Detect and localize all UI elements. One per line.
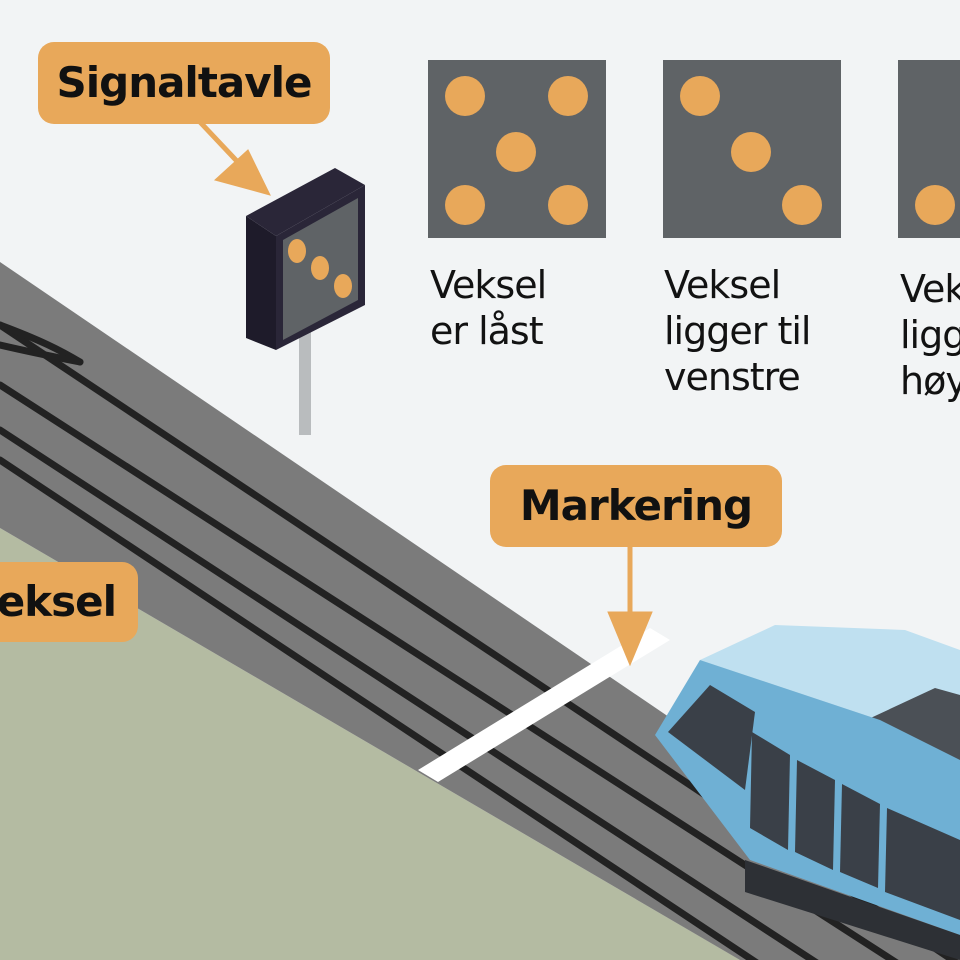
panel-right [898, 60, 960, 238]
panel-lamp [680, 76, 720, 116]
panel-lamp [496, 132, 536, 172]
panel-lamp [915, 185, 955, 225]
caption-line: Veksel [430, 263, 547, 307]
arrows [198, 120, 653, 667]
panel-right-caption: Vek ligg høy [900, 266, 960, 404]
tram-window [885, 808, 960, 920]
panel-lamp [445, 76, 485, 116]
rail-switch-branch [0, 341, 84, 366]
panel-lamp [782, 185, 822, 225]
signal-lamp [311, 256, 329, 280]
tram-window [750, 732, 790, 850]
tram-window-front [668, 685, 755, 790]
caption-line: Veksel [664, 263, 781, 307]
signal-pole [299, 330, 311, 435]
panel-lamp [548, 76, 588, 116]
rail [0, 456, 759, 960]
rail [0, 426, 819, 960]
panel-lamp [445, 185, 485, 225]
panel-left [663, 60, 841, 238]
switch-label: eksel [0, 562, 138, 642]
caption-line: Vek [900, 267, 960, 311]
panel-lamp [731, 132, 771, 172]
panel-left-caption: Veksel ligger til venstre [664, 262, 811, 400]
signal-box-top [246, 168, 365, 236]
signal-box-side [246, 216, 276, 350]
signal-board [246, 168, 365, 435]
panel-lamp [548, 185, 588, 225]
marking-stripe [418, 628, 670, 782]
panel-locked-caption: Veksel er låst [430, 262, 547, 354]
caption-line: venstre [664, 355, 801, 399]
tram-underside [745, 860, 960, 960]
caption-line: er låst [430, 309, 544, 353]
signal-lamp [288, 239, 306, 263]
marking-label: Markering [490, 465, 782, 547]
caption-line: høy [900, 359, 960, 403]
signal-lamp [334, 274, 352, 298]
tram [655, 625, 960, 960]
signal-board-label: Signaltavle [38, 42, 330, 124]
panel-locked [428, 60, 606, 238]
signal-arrow-head [213, 149, 271, 196]
caption-line: ligg [900, 313, 960, 357]
caption-line: ligger til [664, 309, 811, 353]
tram-window [795, 760, 835, 870]
tram-window [840, 784, 880, 888]
marking-arrow-head [607, 611, 653, 667]
